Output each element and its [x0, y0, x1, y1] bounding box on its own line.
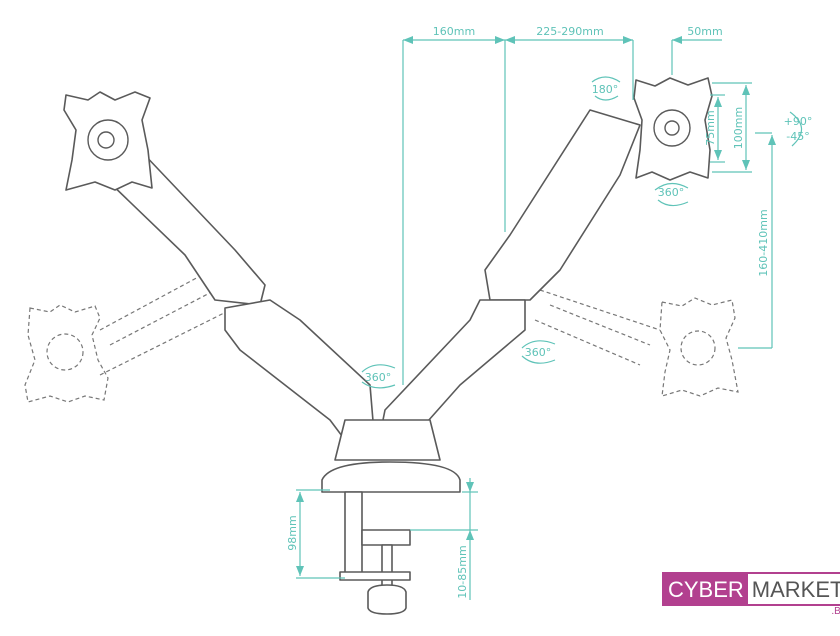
dim-plate-offset: 50mm	[687, 25, 722, 38]
cybermarket-logo: CYBER MARKET .BY	[662, 572, 840, 617]
logo-part1: CYBER	[664, 574, 748, 604]
rotation-plate: 360°	[658, 186, 685, 199]
rotation-swivel: 180°	[592, 83, 619, 96]
rotation-base: 360°	[365, 371, 392, 384]
logo-part2: MARKET	[747, 574, 840, 604]
dimension-lines	[296, 36, 803, 600]
base-clamp	[321, 419, 461, 615]
right-arm	[377, 77, 713, 446]
dim-vesa-small: 75mm	[704, 110, 717, 145]
rotation-elbow: 360°	[525, 346, 552, 359]
left-arm	[63, 91, 376, 446]
rotation-tilt-up: +90°	[784, 115, 813, 128]
left-lower-ghost	[24, 267, 231, 403]
dim-height-range: 160-410mm	[757, 209, 770, 276]
dim-vesa-large: 100mm	[732, 107, 745, 149]
logo-suffix: .BY	[831, 606, 840, 617]
dim-arm-extension: 225-290mm	[536, 25, 603, 38]
dim-clamp-height: 98mm	[286, 515, 299, 550]
dim-desk-thickness: 10-85mm	[456, 545, 469, 598]
right-lower-ghost	[534, 289, 739, 397]
dim-arm-offset: 160mm	[433, 25, 475, 38]
rotation-tilt-down: -45°	[786, 130, 809, 143]
